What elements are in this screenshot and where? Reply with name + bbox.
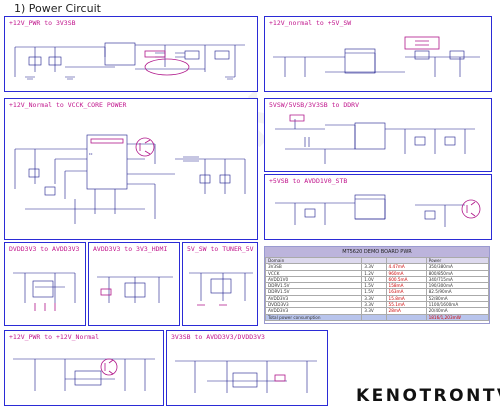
cell: 3.3V bbox=[361, 263, 387, 271]
col-head: Power bbox=[425, 256, 490, 265]
cell: 3.3V bbox=[361, 307, 387, 315]
cell: 340/715mA bbox=[425, 275, 490, 284]
cell: 3.3V bbox=[361, 294, 387, 303]
schematic-p8 bbox=[189, 272, 253, 306]
schematic-p2 bbox=[273, 36, 480, 77]
panel-avdd3v3-to-3v3-hdmi: AVDD3V3 to 3V3_HDMI bbox=[88, 242, 180, 326]
panel-avdd1v0-stb: +5VSB to AVDD1V0_STB bbox=[264, 174, 492, 240]
schematic-p5 bbox=[275, 194, 481, 227]
cell: 1.2V bbox=[361, 269, 387, 277]
schematic-p1 bbox=[14, 42, 245, 80]
cell: Total power consumption bbox=[264, 313, 363, 321]
cell: 190/300mA bbox=[425, 282, 490, 290]
cell bbox=[385, 313, 427, 321]
cell bbox=[361, 313, 387, 321]
panel-12v-pwr-to-3v3sb: +12V_PWR to 3V3SB bbox=[4, 16, 258, 92]
panel-title: +5VSB to AVDD1V0_STB bbox=[269, 177, 348, 185]
page-title: 1) Power Circuit bbox=[14, 2, 101, 15]
table-header: MT5620 DEMO BOARD PWR bbox=[265, 247, 489, 257]
cell: 1.5V bbox=[361, 282, 387, 290]
svg-text:IC: IC bbox=[89, 152, 93, 156]
cell: 1.0V bbox=[361, 275, 387, 284]
panel-title: +12V_PWR to +12V_Normal bbox=[9, 333, 100, 341]
cell: 1100/1600mA bbox=[425, 301, 490, 309]
panel-ddrv: 5VSW/5VSB/3V3SB to DDRV bbox=[264, 98, 492, 172]
panel-title: +12V_Normal to VCCK_CORE POWER bbox=[9, 101, 127, 109]
schematic-p9 bbox=[13, 358, 155, 391]
schematic-p4 bbox=[275, 114, 475, 164]
panel-title: +12V_PWR to 3V3SB bbox=[9, 19, 76, 27]
table-head-row: Domain Power bbox=[264, 256, 490, 265]
cell: 1.5V bbox=[361, 288, 387, 296]
schematic-p7 bbox=[97, 276, 173, 303]
schematic-p3: IC bbox=[14, 134, 246, 224]
panel-title: +12V_normal to +5V_SW bbox=[269, 19, 352, 27]
panel-title: 5VSW/5VSB/3V3SB to DDRV bbox=[269, 101, 360, 109]
panel-title: DVDD3V3 to AVDD3V3 bbox=[9, 245, 80, 253]
panel-title: 5V_SW to TUNER_5V bbox=[187, 245, 254, 253]
cell: 1816/1,203mW bbox=[425, 313, 490, 321]
cell: 3.3V bbox=[361, 301, 387, 309]
table-total-row: Total power consumption 1816/1,203mW bbox=[264, 313, 490, 321]
schematic-p6 bbox=[13, 272, 76, 311]
cell: 20/40mA bbox=[425, 307, 490, 315]
panel-dvdd3v3-to-avdd3v3: DVDD3V3 to AVDD3V3 bbox=[4, 242, 86, 326]
panel-vcck-core-power: +12V_Normal to VCCK_CORE POWER IC bbox=[4, 98, 258, 240]
cell: 52/80mA bbox=[425, 294, 490, 303]
panel-12v-pwr-to-12v-normal: +12V_PWR to +12V_Normal bbox=[4, 330, 164, 406]
power-consumption-table: MT5620 DEMO BOARD PWR Domain Power 3V3SB… bbox=[264, 246, 490, 324]
col-head bbox=[361, 256, 387, 265]
cell: 800/850mA bbox=[425, 269, 490, 277]
panel-3v3sb-to-avdd3v3-dvdd3v3: 3V3SB to AVDD3V3/DVDD3V3 bbox=[166, 330, 328, 406]
schematic-p10 bbox=[175, 360, 317, 393]
panel-12v-normal-to-5v-sw: +12V_normal to +5V_SW bbox=[264, 16, 492, 92]
panel-title: AVDD3V3 to 3V3_HDMI bbox=[93, 245, 168, 253]
cell: 82.5/90mA bbox=[425, 288, 490, 296]
cell: 350/380mA bbox=[425, 263, 490, 271]
panel-title: 3V3SB to AVDD3V3/DVDD3V3 bbox=[171, 333, 265, 341]
panel-5v-sw-to-tuner-5v: 5V_SW to TUNER_5V bbox=[182, 242, 258, 326]
brand-logo: KENOTRONTV bbox=[356, 386, 500, 406]
